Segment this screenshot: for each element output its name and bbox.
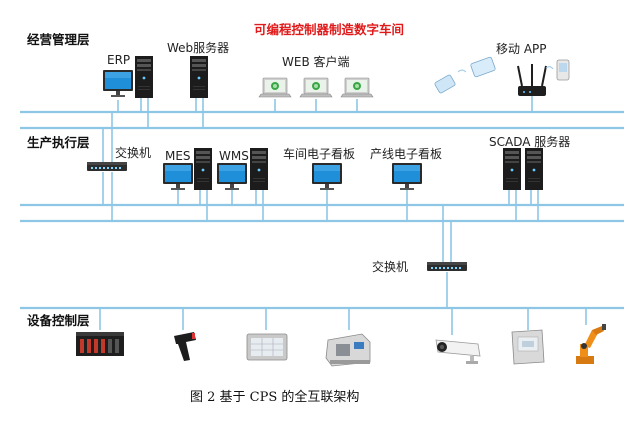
desktop-monitor-icon: [103, 70, 133, 97]
layer-label-management: 经营管理层: [27, 32, 90, 47]
wireless-router-icon: [517, 64, 547, 96]
server-tower-icon: [190, 56, 208, 98]
node-label-line-board: 产线电子看板: [370, 147, 442, 161]
laptop-icon: [258, 77, 292, 98]
instrument-terminal-icon: [511, 329, 545, 365]
node-label-web-client: WEB 客户端: [282, 54, 350, 69]
cnc-machine-icon: [325, 333, 371, 367]
node-label-switch-1: 交换机: [115, 145, 151, 160]
server-tower-icon: [503, 148, 521, 190]
server-tower-icon: [250, 148, 268, 190]
desktop-monitor-icon: [312, 163, 342, 190]
diagram-title: 可编程控制器制造数字车间: [254, 22, 404, 37]
desktop-monitor-icon: [392, 163, 422, 190]
server-tower-icon: [194, 148, 212, 190]
laptop-icon: [299, 77, 333, 98]
layer-label-execution: 生产执行层: [27, 135, 90, 150]
plc-rack-icon: [76, 332, 124, 356]
node-label-web-server: Web服务器: [167, 40, 229, 55]
node-label-switch-2: 交换机: [372, 259, 408, 274]
node-label-scada: SCADA 服务器: [489, 134, 570, 149]
server-tower-icon: [135, 56, 153, 98]
laptop-icon: [340, 77, 374, 98]
barcode-scanner-icon: [174, 332, 196, 361]
network-switch-icon: [427, 262, 467, 271]
desktop-monitor-icon: [217, 163, 247, 190]
mobile-device-icon: [434, 56, 570, 94]
figure-caption: 图 2 基于 CPS 的全互联架构: [190, 389, 359, 405]
connection-lines: [99, 96, 587, 335]
node-label-erp: ERP: [107, 53, 130, 67]
node-label-mobile-app: 移动 APP: [496, 42, 547, 56]
hmi-panel-icon: [246, 333, 288, 361]
node-label-workshop-board: 车间电子看板: [283, 146, 355, 161]
desktop-monitor-icon: [163, 163, 193, 190]
server-tower-icon: [525, 148, 543, 190]
network-switch-icon: [87, 162, 127, 171]
security-camera-icon: [435, 339, 481, 364]
node-label-wms: WMS: [219, 149, 249, 163]
node-label-mes: MES: [165, 149, 191, 163]
industrial-robot-icon: [576, 324, 606, 364]
layer-label-control: 设备控制层: [27, 313, 90, 328]
